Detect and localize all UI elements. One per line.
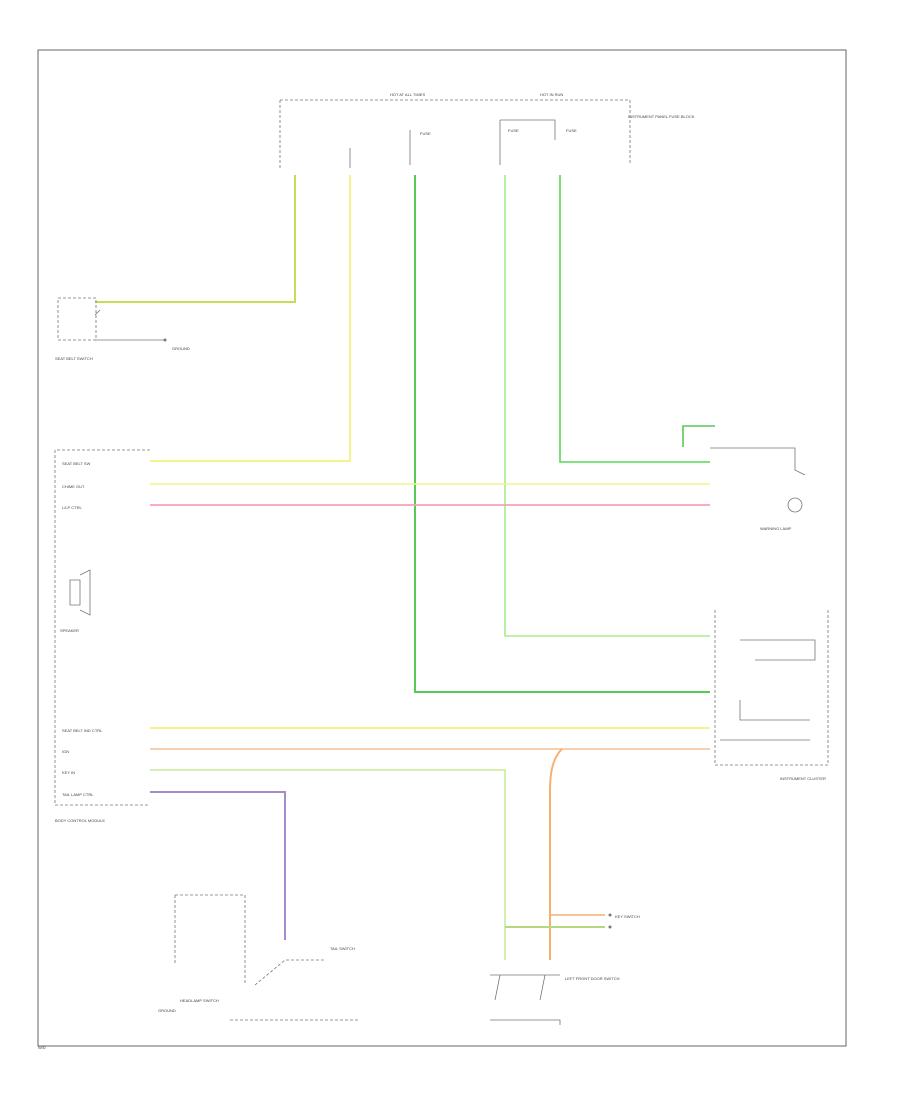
row-key: KEY IN [62, 770, 75, 775]
cluster-outline [714, 610, 829, 766]
key-switch-label: KEY SWITCH [615, 914, 640, 919]
warning-lamp-label: WARNING LAMP [760, 526, 792, 531]
bcm-label: BODY CONTROL MODULE [55, 818, 105, 823]
warning-lamp-symbol [787, 497, 803, 513]
fuse-c-label: FUSE [566, 128, 577, 133]
headlamp-switch-outline [174, 894, 360, 1021]
wire-yellow-seatbelt [150, 175, 351, 462]
fuse-block-outline [280, 99, 631, 165]
row-chime: CHIME OUT [62, 484, 85, 489]
row-seat-belt: SEAT BELT SW [62, 461, 91, 466]
door-switch-label: LEFT FRONT DOOR SWITCH [565, 976, 620, 981]
left-ground-label: GROUND [158, 1008, 176, 1013]
ground-point-label: GROUND [172, 346, 190, 351]
tail-switch-label: TAIL SWITCH [330, 946, 355, 951]
wire-green-jumper [682, 425, 715, 447]
speaker-label: SPEAKER [60, 628, 79, 633]
headlamp-switch-label: HEADLAMP SWITCH [180, 998, 219, 1003]
fuse-block-label-right: HOT IN RUN [540, 92, 563, 97]
fuse-block-note: INSTRUMENT PANEL FUSE BLOCK [628, 114, 695, 119]
cluster-label: INSTRUMENT CLUSTER [780, 776, 826, 781]
fuse-block-label-left: HOT AT ALL TIMES [390, 92, 425, 97]
wire-orange-door [549, 748, 563, 960]
wire-lightgreen-key [150, 769, 506, 960]
belt-switch-contacts [94, 309, 165, 341]
belt-switch-label: SEAT BELT SWITCH [55, 356, 93, 361]
door-branch-2 [608, 925, 612, 929]
warning-switch [710, 447, 806, 476]
bcm-outline [54, 449, 150, 806]
row-ign: IGN [62, 749, 69, 754]
row-lamp: L/LP CTRL [62, 505, 82, 510]
speaker-icon [69, 569, 91, 616]
belt-switch-box [57, 297, 97, 341]
fuse-a-label: FUSE [420, 131, 431, 136]
door-branch-1 [608, 913, 612, 917]
wire-lightgreen-cluster [504, 175, 710, 637]
fuse-b-label: FUSE [508, 128, 519, 133]
wire-yellow-green [95, 175, 296, 303]
fuse-b-symbol [499, 119, 556, 165]
ground-symbol [163, 338, 167, 342]
wire-green-cluster [414, 175, 710, 693]
cluster-internals [720, 639, 816, 741]
row-belt-ind: SEAT BELT IND CTRL [62, 728, 103, 733]
diagram-frame [37, 49, 847, 1047]
wire-green-speaker [559, 175, 710, 463]
wire-violet-tail [150, 791, 286, 940]
door-switch-symbol [490, 974, 561, 1025]
row-tail: TAIL LAMP CTRL [62, 792, 94, 797]
footer-code: W/D [38, 1045, 46, 1050]
